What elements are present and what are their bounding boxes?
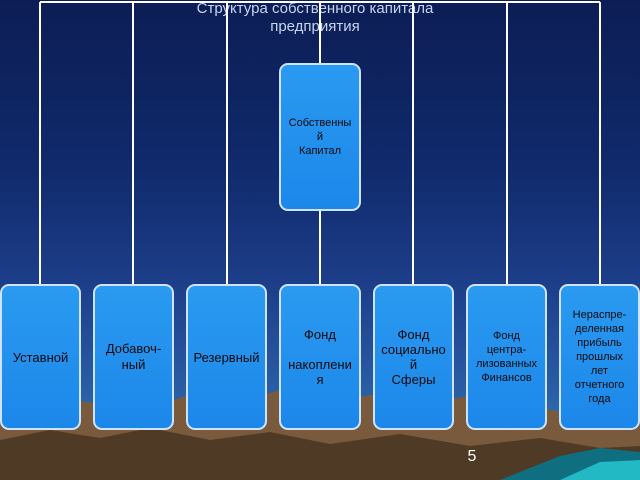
node-centr: Фонд центра- лизованных Финансов [466, 284, 547, 430]
node-label: Уставной [12, 349, 69, 365]
node-label: Добавоч- ный [105, 341, 162, 372]
node-label: Фонд центра- лизованных Финансов [476, 330, 537, 384]
node-label: Резервный [193, 349, 260, 365]
node-nakopleniya: Фонд накоплени я [279, 284, 361, 430]
node-label: Фонд накоплени я [288, 327, 352, 387]
node-rezervny: Резервный [186, 284, 267, 430]
node-neraspr: Нераспре- деленная прибыль прошлых лет о… [559, 284, 640, 430]
node-ustavnoy: Уставной [0, 284, 81, 430]
root-node-own-capital: Собственны й Капитал [279, 63, 361, 211]
node-label: Нераспре- деленная прибыль прошлых лет о… [572, 309, 627, 405]
node-label: Фонд социально й Сферы [381, 327, 446, 387]
slide-title: Структура собственного капитала предприя… [196, 0, 434, 35]
node-socsfery: Фонд социально й Сферы [373, 284, 454, 430]
root-node-label: Собственны й Капитал [288, 117, 352, 157]
slide-page-number: 5 [467, 448, 477, 465]
node-dobavoch: Добавоч- ный [93, 284, 174, 430]
